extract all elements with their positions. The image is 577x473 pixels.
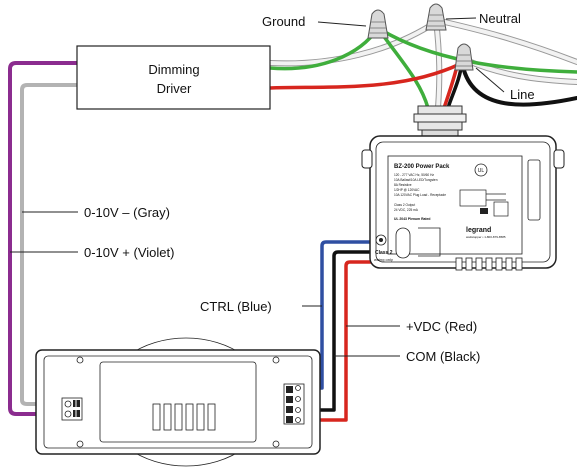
neutral-label: Neutral <box>479 11 521 26</box>
power-pack-spec-3: 8A Resistive <box>394 183 412 187</box>
power-pack-spec-4: 1/2HP @ 120VAC <box>394 188 420 192</box>
power-pack-spec-5: 10A 120VAC Plug Load - Receptacle <box>394 193 446 197</box>
blue-ctrl-wire <box>298 240 376 390</box>
line-wire-red <box>268 62 462 90</box>
ctrl-wire-label: CTRL (Blue) <box>200 299 272 314</box>
ground-wire-nut-icon <box>367 9 389 39</box>
sensor-vents <box>152 403 216 431</box>
power-pack-output-2: 24 VDC, 225 mA <box>394 208 419 212</box>
right-terminal-block <box>283 383 305 425</box>
line-label: Line <box>510 87 535 102</box>
violet-wire <box>8 61 79 416</box>
line-wire-black <box>460 60 577 107</box>
power-pack-listing: UL 2043 Plenum Rated <box>394 217 431 221</box>
sensor-module <box>35 337 321 467</box>
ul-listing-icon: UL <box>474 163 488 177</box>
legrand-sub: wattstopper • 1-800-879-8585 <box>466 235 506 239</box>
neutral-leader <box>445 17 477 20</box>
neutral-wire-nut-icon <box>425 3 447 31</box>
power-pack-spec-2: 10A Ballast/10A LED/Tungsten <box>394 178 438 182</box>
red-vdc-wire <box>298 260 376 422</box>
class2-label: Class 2 <box>375 250 393 256</box>
ground-label: Ground <box>262 14 305 29</box>
dimming-driver-line1: Dimming <box>148 62 199 77</box>
left-terminal-block <box>61 397 83 421</box>
dimming-driver-box <box>76 45 271 110</box>
power-pack-output-1: Class 2 Output <box>394 203 415 207</box>
gray-wire-label: 0-10V – (Gray) <box>84 205 170 220</box>
class2-port <box>375 227 441 259</box>
gray-wire <box>20 83 79 406</box>
power-pack-title: BZ-200 Power Pack <box>394 164 450 170</box>
dimming-driver-line2: Driver <box>157 81 192 96</box>
legrand-logo: legrand <box>466 227 491 234</box>
power-pack-nipple <box>413 105 467 137</box>
violet-wire-label: 0-10V + (Violet) <box>84 245 174 260</box>
class2-sublabel: wiring only <box>374 257 393 262</box>
vdc-wire-label: +VDC (Red) <box>406 319 477 334</box>
wiring-schematic-icon <box>459 189 509 217</box>
line-leader <box>475 67 505 93</box>
line-wire-nut-icon <box>454 43 474 71</box>
ground-leader <box>317 21 367 27</box>
power-pack-spec-1: 120 - 277 VAC Hz, 50/60 Hz <box>394 173 434 177</box>
svg-text:UL: UL <box>478 168 485 174</box>
com-wire-label: COM (Black) <box>406 349 480 364</box>
black-com-wire <box>298 250 376 412</box>
power-pack-vents <box>455 257 523 271</box>
